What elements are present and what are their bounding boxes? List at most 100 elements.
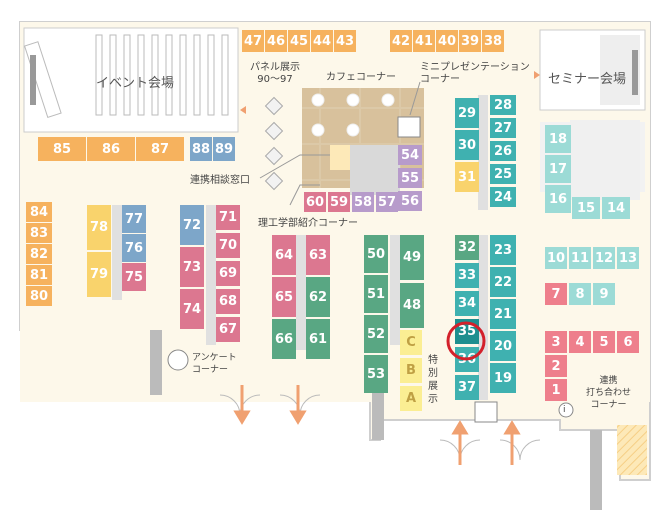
booth-42[interactable]: 42 — [390, 30, 412, 52]
booth-C[interactable]: C — [400, 330, 422, 355]
booth-30[interactable]: 30 — [455, 130, 479, 160]
booth-75[interactable]: 75 — [122, 263, 146, 291]
booth-12[interactable]: 12 — [593, 247, 615, 269]
booth-24[interactable]: 24 — [490, 187, 516, 207]
booth-48[interactable]: 48 — [400, 283, 424, 328]
booth-89[interactable]: 89 — [213, 137, 235, 161]
booth-44[interactable]: 44 — [311, 30, 333, 52]
booth-78[interactable]: 78 — [87, 205, 111, 250]
booth-8[interactable]: 8 — [569, 283, 591, 305]
booth-25[interactable]: 25 — [490, 164, 516, 184]
booth-A[interactable]: A — [400, 386, 422, 411]
booth-13[interactable]: 13 — [617, 247, 639, 269]
booth-2[interactable]: 2 — [545, 355, 567, 377]
special-exhibit-label: 特 別 展 示 — [428, 355, 438, 405]
booth-73[interactable]: 73 — [180, 247, 204, 287]
booth-67[interactable]: 67 — [216, 317, 240, 342]
booth-57[interactable]: 57 — [376, 192, 398, 212]
booth-85[interactable]: 85 — [38, 137, 86, 161]
booth-66[interactable]: 66 — [272, 319, 296, 359]
booth-87[interactable]: 87 — [136, 137, 184, 161]
booth-76[interactable]: 76 — [122, 234, 146, 262]
booth-69[interactable]: 69 — [216, 261, 240, 286]
booth-45[interactable]: 45 — [288, 30, 310, 52]
booth-15[interactable]: 15 — [572, 197, 600, 219]
booth-52[interactable]: 52 — [364, 315, 388, 353]
booth-72[interactable]: 72 — [180, 205, 204, 245]
booth-10[interactable]: 10 — [545, 247, 567, 269]
booth-20[interactable]: 20 — [490, 331, 516, 361]
booth-19[interactable]: 19 — [490, 363, 516, 393]
booth-21[interactable]: 21 — [490, 299, 516, 329]
booth-35[interactable]: 35 — [455, 319, 479, 344]
booth-37[interactable]: 37 — [455, 375, 479, 400]
booth-62[interactable]: 62 — [306, 277, 330, 317]
booth-54[interactable]: 54 — [398, 145, 422, 165]
booth-B[interactable]: B — [400, 358, 422, 383]
booth-82[interactable]: 82 — [26, 244, 52, 264]
booth-29[interactable]: 29 — [455, 98, 479, 128]
booth-58[interactable]: 58 — [352, 192, 374, 212]
booth-14[interactable]: 14 — [602, 197, 630, 219]
cafe-tables — [311, 93, 395, 137]
booth-80[interactable]: 80 — [26, 286, 52, 306]
booth-55[interactable]: 55 — [398, 168, 422, 188]
booth-11[interactable]: 11 — [569, 247, 591, 269]
booth-68[interactable]: 68 — [216, 289, 240, 314]
booth-1[interactable]: 1 — [545, 379, 567, 401]
booth-34[interactable]: 34 — [455, 291, 479, 316]
booth-63[interactable]: 63 — [306, 235, 330, 275]
booth-49[interactable]: 49 — [400, 235, 424, 280]
booth-43[interactable]: 43 — [334, 30, 356, 52]
booth-71[interactable]: 71 — [216, 205, 240, 230]
booth-74[interactable]: 74 — [180, 289, 204, 329]
booth-27[interactable]: 27 — [490, 118, 516, 138]
booth-36[interactable]: 36 — [455, 347, 479, 372]
booth-77[interactable]: 77 — [122, 205, 146, 233]
booth-3[interactable]: 3 — [545, 331, 567, 353]
booth-86[interactable]: 86 — [87, 137, 135, 161]
booth-83[interactable]: 83 — [26, 223, 52, 243]
booth-61[interactable]: 61 — [306, 319, 330, 359]
seminar-hall-label: セミナー会場 — [548, 72, 627, 87]
booth-64[interactable]: 64 — [272, 235, 296, 275]
booth-16[interactable]: 16 — [545, 185, 571, 213]
booth-6[interactable]: 6 — [617, 331, 639, 353]
booth-23[interactable]: 23 — [490, 235, 516, 265]
booth-51[interactable]: 51 — [364, 275, 388, 313]
booth-4[interactable]: 4 — [569, 331, 591, 353]
booth-47[interactable]: 47 — [242, 30, 264, 52]
meeting-corner-label: 連携 打ち合わせ コーナー — [586, 376, 632, 410]
booth-31[interactable]: 31 — [455, 162, 479, 192]
booth-41[interactable]: 41 — [413, 30, 435, 52]
booth-32[interactable]: 32 — [455, 235, 479, 260]
booth-65[interactable]: 65 — [272, 277, 296, 317]
booth-40[interactable]: 40 — [436, 30, 458, 52]
booth-28[interactable]: 28 — [490, 95, 516, 115]
booth-5[interactable]: 5 — [593, 331, 615, 353]
booth-56[interactable]: 56 — [398, 191, 422, 211]
booth-84[interactable]: 84 — [26, 202, 52, 222]
booth-50[interactable]: 50 — [364, 235, 388, 273]
booth-18[interactable]: 18 — [545, 125, 571, 153]
booth-26[interactable]: 26 — [490, 141, 516, 161]
booth-33[interactable]: 33 — [455, 263, 479, 288]
booth-9[interactable]: 9 — [593, 283, 615, 305]
booth-46[interactable]: 46 — [265, 30, 287, 52]
booth-70[interactable]: 70 — [216, 233, 240, 258]
booth-88[interactable]: 88 — [190, 137, 212, 161]
booth-79[interactable]: 79 — [87, 252, 111, 297]
booth-39[interactable]: 39 — [459, 30, 481, 52]
booth-81[interactable]: 81 — [26, 265, 52, 285]
booth-22[interactable]: 22 — [490, 267, 516, 297]
booth-60[interactable]: 60 — [304, 192, 326, 212]
booth-59[interactable]: 59 — [328, 192, 350, 212]
info-icon: i — [563, 405, 566, 415]
booth-17[interactable]: 17 — [545, 155, 571, 183]
meeting-corner-area — [617, 425, 647, 475]
booth-7[interactable]: 7 — [545, 283, 567, 305]
event-hall-label: イベント会場 — [96, 76, 175, 91]
booth-53[interactable]: 53 — [364, 355, 388, 393]
booth-38[interactable]: 38 — [482, 30, 504, 52]
